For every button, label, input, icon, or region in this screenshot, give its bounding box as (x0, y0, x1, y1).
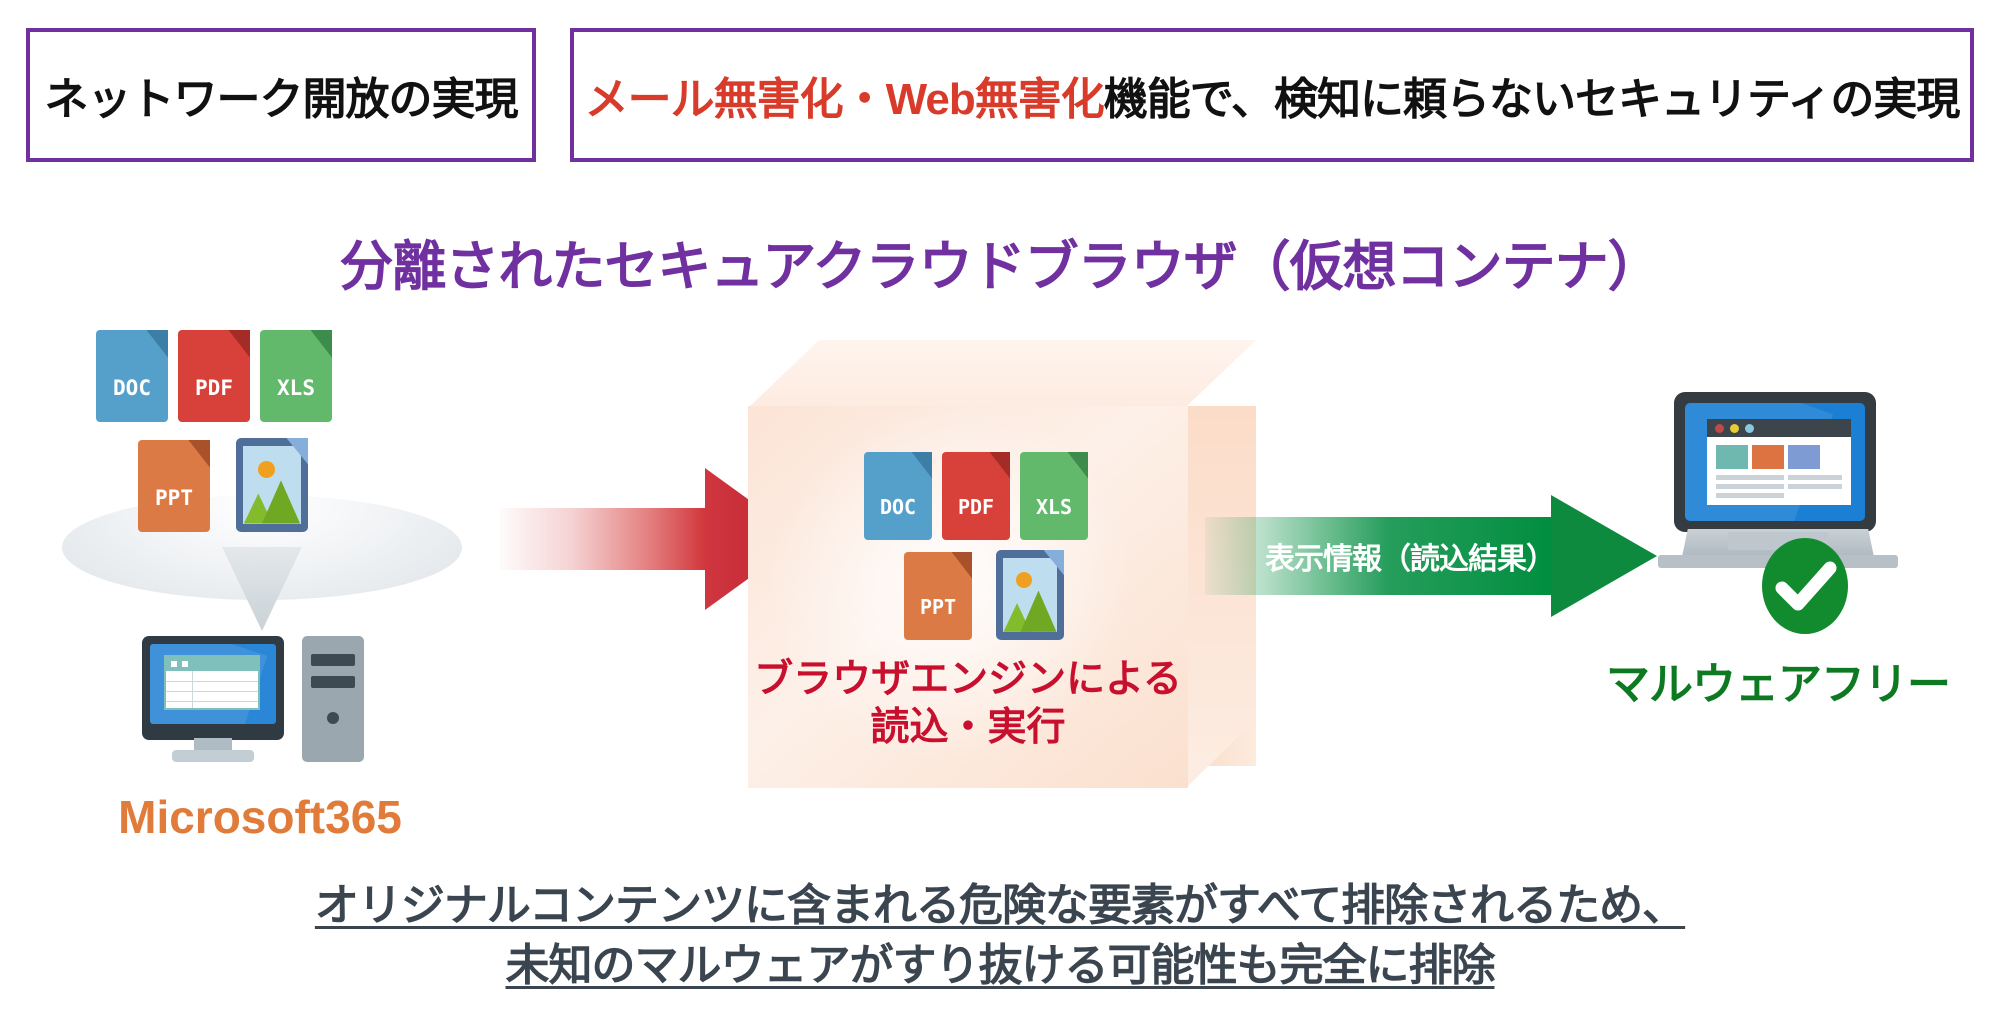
cube-file-icon-image (996, 550, 1064, 640)
browser-titlebar (1707, 419, 1851, 437)
file-icon-ppt-label: PPT (155, 485, 193, 510)
cube-image-file-sun (1016, 571, 1033, 588)
monitor (142, 636, 284, 740)
page-title: 分離されたセキュアクラウドブラウザ（仮想コンテナ） (339, 237, 1661, 297)
summary-text-line1: オリジナルコンテンツに含まれる危険な要素がすべて排除されるため、 (314, 881, 1686, 930)
cube-file-icon-pdf-label: PDF (957, 494, 995, 519)
render-result-arrow-head (1551, 495, 1657, 617)
cube-file-icon-doc: DOC (864, 452, 932, 540)
file-icon-ppt-body (138, 440, 210, 532)
file-icon-pdf-label: PDF (195, 375, 233, 400)
laptop-screen (1685, 403, 1865, 521)
browser-dot-blue (1745, 424, 1754, 433)
cube-file-icon-xls: XLS (1020, 452, 1088, 540)
file-icon-xls-body (260, 330, 332, 422)
browser-line-1a (1716, 475, 1784, 480)
file-icon-doc-body (96, 330, 168, 422)
summary-text-line2: 未知のマルウェアがすり抜ける可能性も完全に排除 (505, 940, 1496, 990)
file-icon-ppt: PPT (138, 440, 210, 532)
browser-dot-yellow (1730, 424, 1739, 433)
file-icon-xls: XLS (260, 330, 332, 422)
pc-tower-bay-2 (311, 676, 355, 688)
file-icon-pdf: PDF (178, 330, 250, 422)
render-result-arrow-shaft (1205, 517, 1555, 595)
browser-card-3 (1788, 445, 1820, 469)
browser-line-1b (1788, 475, 1842, 480)
file-icon-doc: DOC (96, 330, 168, 422)
cube-top-face (748, 340, 1256, 408)
browser-line-3a (1716, 493, 1784, 498)
ingest-arrow-shaft (500, 508, 708, 570)
browser-card-1 (1716, 445, 1748, 469)
header-right-emphasis: メール無害化・Web無害化 (584, 75, 1105, 124)
monitor-neck (194, 738, 232, 752)
cube-file-icon-pdf: PDF (942, 452, 1010, 540)
cube-file-icon-xls-label: XLS (1035, 494, 1073, 519)
cube-side-face (1186, 406, 1256, 788)
monitor-base (172, 750, 254, 762)
header-right-rest: 機能で、検知に頼らないセキュリティの実現 (1103, 75, 1961, 124)
cube-file-icon-ppt: PPT (904, 552, 972, 640)
laptop-browser-icon (1652, 392, 1904, 592)
spreadsheet-row-2 (166, 691, 258, 692)
spreadsheet-col-divider (192, 671, 193, 708)
pc-tower (302, 636, 364, 762)
cube-file-icon-doc-label: DOC (879, 494, 917, 519)
malware-free-label: マルウェアフリー (1606, 660, 1951, 709)
image-file-sun (257, 460, 275, 478)
file-icon-pdf-body (178, 330, 250, 422)
header-left-label: ネットワーク開放の実現 (44, 75, 519, 124)
render-result-arrow-label: 表示情報（読込結果） (1265, 543, 1556, 576)
cube-caption: ブラウザエンジンによる 読込・実行 (748, 656, 1188, 751)
laptop-lid (1674, 392, 1876, 532)
cube-caption-line1: ブラウザエンジンによる (754, 658, 1182, 701)
pc-power-button (327, 712, 339, 724)
spreadsheet-row-3 (166, 701, 258, 702)
browser-line-2a (1716, 484, 1784, 489)
source-group: DOC PDF XLS PPT (50, 330, 470, 850)
header-right-label: メール無害化・Web無害化機能で、検知に頼らないセキュリティの実現 (584, 63, 1961, 127)
cube-file-icon-doc-body (864, 452, 932, 540)
cube-file-icon-ppt-body (904, 552, 972, 640)
browser-card-2 (1752, 445, 1784, 469)
desktop-pc-icon (142, 630, 382, 780)
header-box-sanitization: メール無害化・Web無害化機能で、検知に頼らないセキュリティの実現 (570, 28, 1974, 162)
cube-file-icon-xls-body (1020, 452, 1088, 540)
browser-line-2b (1788, 484, 1842, 489)
render-result-arrow: 表示情報（読込結果） (1205, 495, 1657, 617)
spreadsheet-window (164, 655, 260, 710)
header-box-network: ネットワーク開放の実現 (26, 28, 536, 162)
file-icon-image (236, 438, 308, 532)
browser-dot-red (1715, 424, 1724, 433)
secure-container-cube: DOC PDF XLS PPT ブラウザエンジンによる 読込・実行 (748, 340, 1256, 788)
spreadsheet-titlebar (166, 657, 258, 671)
file-icon-doc-label: DOC (113, 375, 151, 400)
file-icon-xls-label: XLS (277, 375, 315, 400)
cube-caption-line2: 読込・実行 (870, 705, 1066, 749)
browser-window (1707, 419, 1851, 505)
summary-text-line1-wrap: オリジナルコンテンツに含まれる危険な要素がすべて排除されるため、 (0, 876, 2000, 936)
cube-file-icon-ppt-label: PPT (919, 594, 957, 619)
pc-tower-bay-1 (311, 654, 355, 666)
summary-text-line2-wrap: 未知のマルウェアがすり抜ける可能性も完全に排除 (0, 936, 2000, 996)
summary-text: オリジナルコンテンツに含まれる危険な要素がすべて排除されるため、 未知のマルウェ… (0, 876, 2000, 996)
spreadsheet-row-1 (166, 681, 258, 682)
cube-file-icon-pdf-body (942, 452, 1010, 540)
monitor-screen (150, 644, 276, 724)
check-circle-icon (1762, 538, 1848, 634)
microsoft365-label: Microsoft365 (118, 791, 402, 843)
